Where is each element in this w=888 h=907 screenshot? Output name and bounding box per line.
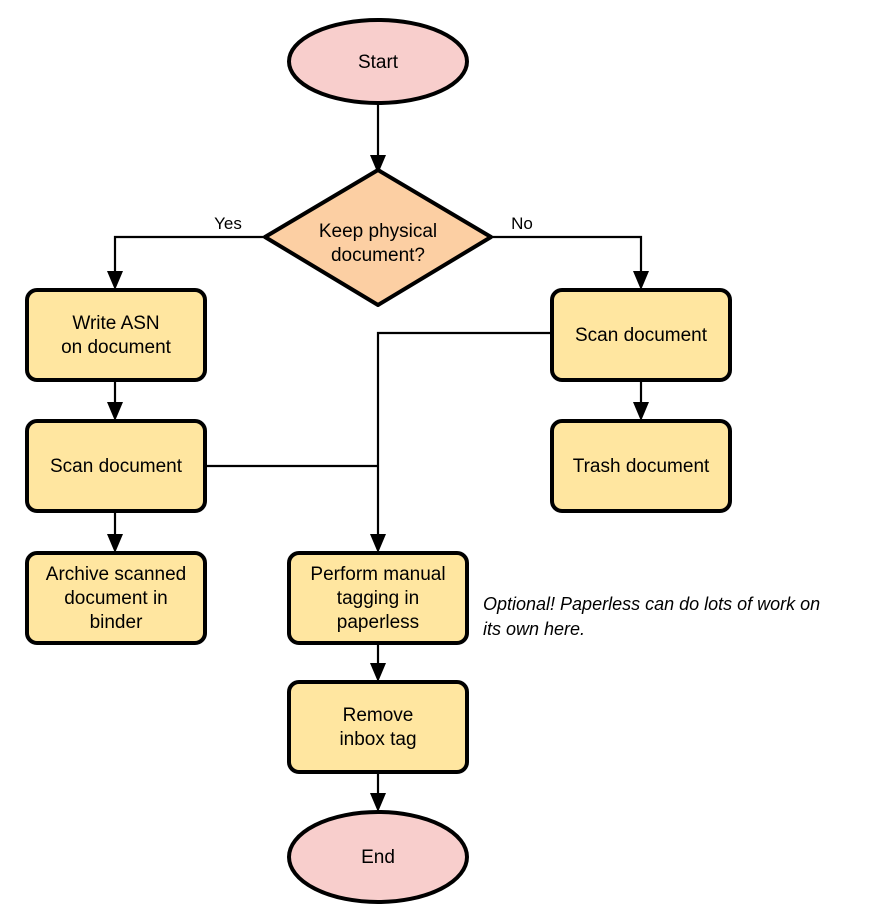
- start-ellipse-shape: [287, 18, 469, 105]
- node-decision-keep-physical-document[interactable]: Keep physical document?: [263, 168, 493, 307]
- annotation-optional-note: Optional! Paperless can do lots of work …: [483, 594, 820, 639]
- archive-label-line1: Archive scanned: [46, 564, 186, 585]
- edge-scan-right-to-trash: [633, 380, 649, 421]
- edge-decision-no-to-scan-right: [491, 235, 649, 290]
- node-start[interactable]: Start: [287, 18, 469, 105]
- remove-inbox-tag-label-line1: Remove: [343, 705, 414, 726]
- edge-scan-left-to-archive: [107, 511, 123, 553]
- archive-label-line2: document in: [64, 588, 168, 609]
- remove-inbox-tag-box-shape: [287, 680, 469, 774]
- decision-diamond-shape: [263, 168, 493, 307]
- node-scan-document-right[interactable]: Scan document: [550, 288, 732, 382]
- write-asn-label-line1: Write ASN: [72, 313, 159, 334]
- archive-box-shape: [25, 551, 207, 645]
- scan-document-right-box-shape: [550, 288, 732, 382]
- manual-tagging-label-line1: Perform manual: [310, 564, 445, 585]
- edge-start-to-decision: [370, 103, 386, 174]
- edge-manual-tagging-to-remove-inbox-tag: [370, 643, 386, 682]
- edge-remove-inbox-tag-to-end: [370, 772, 386, 812]
- end-ellipse-shape: [287, 810, 469, 904]
- edge-decision-yes-to-write-asn: [107, 235, 265, 290]
- start-label: Start: [358, 52, 399, 73]
- manual-tagging-label-line2: tagging in: [337, 588, 419, 609]
- node-archive-scanned-document[interactable]: Archive scanned document in binder: [25, 551, 207, 645]
- write-asn-label-line2: on document: [61, 337, 172, 358]
- optional-note-line1: Optional! Paperless can do lots of work …: [483, 594, 820, 614]
- edge-write-asn-to-scan-left: [107, 380, 123, 421]
- write-asn-box-shape: [25, 288, 207, 382]
- decision-label-line1: Keep physical: [319, 221, 437, 242]
- optional-note-line2: its own here.: [483, 619, 585, 639]
- remove-inbox-tag-label-line2: inbox tag: [339, 729, 416, 750]
- scan-document-left-box-shape: [25, 419, 207, 513]
- node-perform-manual-tagging[interactable]: Perform manual tagging in paperless: [287, 551, 469, 645]
- node-scan-document-left[interactable]: Scan document: [25, 419, 207, 513]
- edge-scan-left-to-manual-tagging: [205, 464, 386, 553]
- trash-document-box-shape: [550, 419, 732, 513]
- end-label: End: [361, 847, 395, 868]
- node-end[interactable]: End: [287, 810, 469, 904]
- manual-tagging-label-line3: paperless: [337, 612, 419, 633]
- manual-tagging-box-shape: [287, 551, 469, 645]
- node-remove-inbox-tag[interactable]: Remove inbox tag: [287, 680, 469, 774]
- edge-label-yes: Yes: [214, 214, 242, 233]
- decision-label-line2: document?: [331, 245, 425, 266]
- scan-document-left-label: Scan document: [50, 456, 183, 477]
- scan-document-right-label: Scan document: [575, 325, 708, 346]
- edge-scan-right-to-manual-tagging: [376, 331, 552, 542]
- node-trash-document[interactable]: Trash document: [550, 419, 732, 513]
- archive-label-line3: binder: [90, 612, 143, 633]
- edge-label-no: No: [511, 214, 533, 233]
- trash-document-label: Trash document: [573, 456, 710, 477]
- node-write-asn-on-document[interactable]: Write ASN on document: [25, 288, 207, 382]
